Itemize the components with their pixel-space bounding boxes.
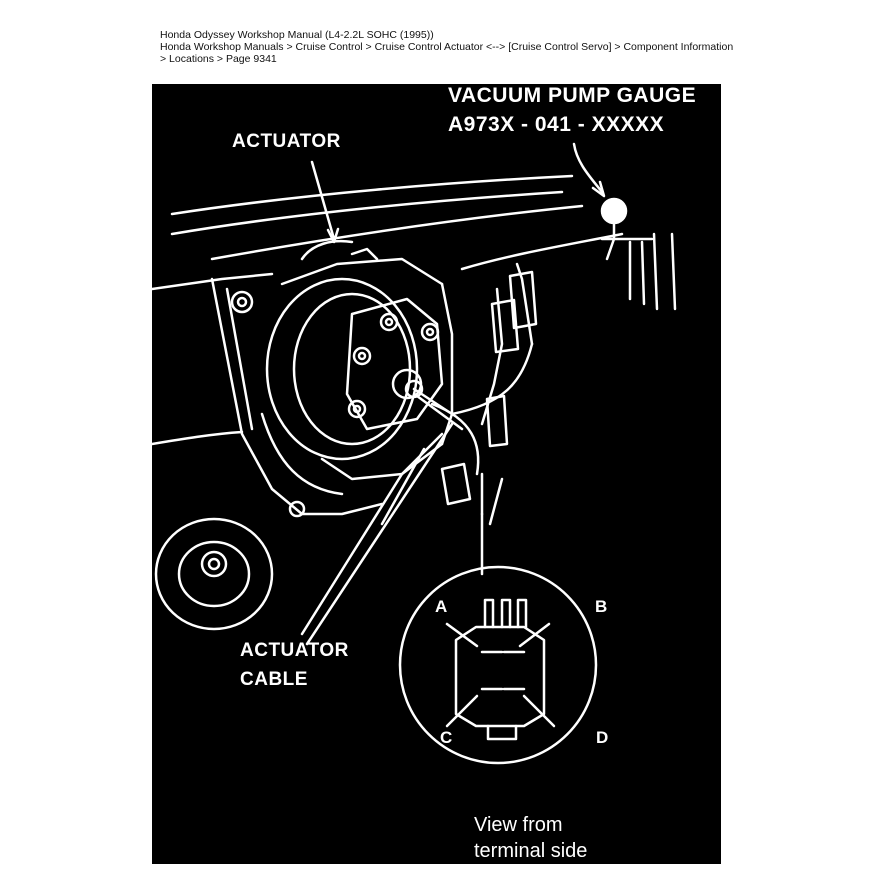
body-panel-lines (152, 174, 624, 446)
document-header: Honda Odyssey Workshop Manual (L4-2.2L S… (160, 29, 760, 65)
view-label-line1: View from (474, 814, 563, 836)
pin-b-label: B (595, 597, 608, 616)
terminal-inset (398, 565, 598, 765)
actuator-diagram: VACUUM PUMP GAUGE A973X - 041 - XXXXX AC… (152, 84, 721, 864)
pin-d-label: D (596, 728, 609, 747)
view-label-line2: terminal side (474, 840, 588, 862)
pin-c-label: C (440, 728, 453, 747)
actuator-label: ACTUATOR (232, 131, 341, 152)
connector-shapes (440, 270, 538, 506)
breadcrumb-continued: > Locations > Page 9341 (160, 53, 277, 65)
diagram-drawing (152, 142, 677, 765)
cable-and-hoses (300, 262, 534, 636)
mounting-bracket (210, 277, 384, 518)
manual-title: Honda Odyssey Workshop Manual (L4-2.2L S… (160, 29, 434, 41)
actuator-body (265, 240, 464, 481)
actuator-cable-label-line1: ACTUATOR (240, 640, 349, 661)
gauge-label: VACUUM PUMP GAUGE (448, 84, 697, 107)
actuator-cable-label-line2: CABLE (240, 669, 308, 690)
leader-lines (305, 142, 606, 646)
knob-shape (154, 517, 274, 631)
breadcrumb: Honda Workshop Manuals > Cruise Control … (160, 41, 734, 53)
vacuum-pump-gauge (600, 197, 677, 311)
pin-a-label: A (435, 597, 448, 616)
gauge-part-number: A973X - 041 - XXXXX (448, 113, 665, 136)
